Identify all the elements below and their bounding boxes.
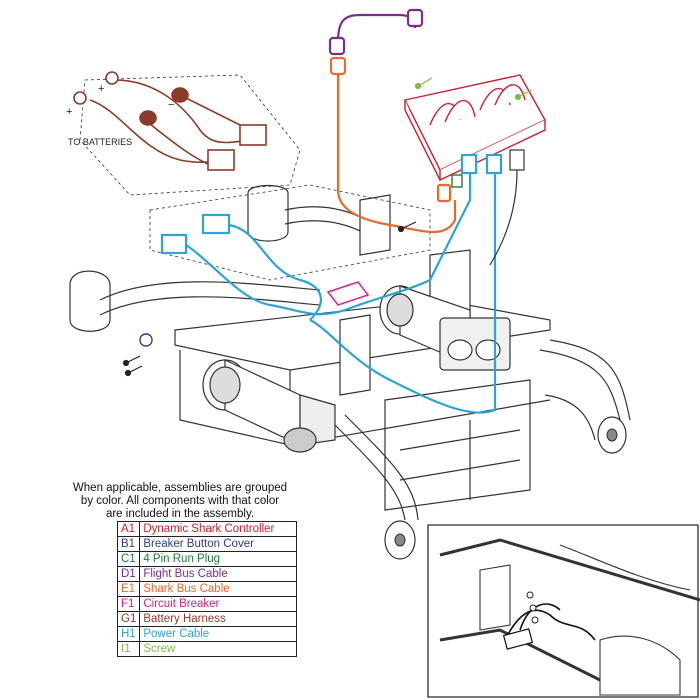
legend-part-name: Battery Harness — [139, 611, 298, 627]
breaker-button-cover — [139, 333, 153, 347]
legend-part-name: Shark Bus Cable — [139, 581, 298, 597]
battery-harness — [73, 71, 267, 171]
plus-sign-b: + — [66, 106, 72, 118]
inset-detail — [427, 524, 700, 698]
note-line-2: by color. All components with that color — [80, 495, 280, 507]
caster-wheel-front — [384, 520, 416, 560]
legend-code: C1 — [116, 551, 141, 567]
legend-code: D1 — [116, 566, 141, 582]
run-plug — [451, 174, 463, 188]
legend-code: F1 — [116, 596, 141, 612]
plus-sign-a: + — [98, 83, 104, 95]
flight-bus-cable — [328, 8, 424, 56]
minus-sign: − — [168, 99, 174, 111]
legend-part-name: Breaker Button Cover — [139, 536, 298, 552]
legend-code: A1 — [116, 521, 141, 537]
legend-part-name: Screw — [139, 641, 298, 657]
assembly-note: When applicable, assemblies are grouped … — [70, 482, 290, 521]
legend-code: E1 — [116, 581, 141, 597]
legend-part-name: Dynamic Shark Controller — [139, 521, 298, 537]
legend-part-name: 4 Pin Run Plug — [139, 551, 298, 567]
shark-bus-cable — [329, 56, 457, 234]
legend-part-name: Circuit Breaker — [139, 596, 298, 612]
power-cable — [160, 153, 503, 414]
circuit-breaker — [326, 281, 370, 306]
caster-wheel-right — [597, 416, 627, 454]
motor-left — [202, 359, 336, 453]
note-line-3: are included in the assembly. — [105, 508, 255, 520]
legend-part-name: Power Cable — [139, 626, 298, 642]
legend-code: B1 — [116, 536, 141, 552]
motor-right — [379, 285, 511, 371]
legend-code: H1 — [116, 626, 141, 642]
chassis-frame — [69, 74, 631, 521]
mounting-screws — [122, 221, 417, 377]
to-batteries-label: TO BATTERIES — [68, 137, 132, 147]
legend-code: I1 — [116, 641, 141, 657]
legend-code: G1 — [116, 611, 141, 627]
legend-part-name: Flight Bus Cable — [139, 566, 298, 582]
note-line-1: When applicable, assemblies are grouped — [72, 482, 288, 494]
screw-icon — [414, 77, 533, 101]
motor-plug — [489, 149, 525, 266]
